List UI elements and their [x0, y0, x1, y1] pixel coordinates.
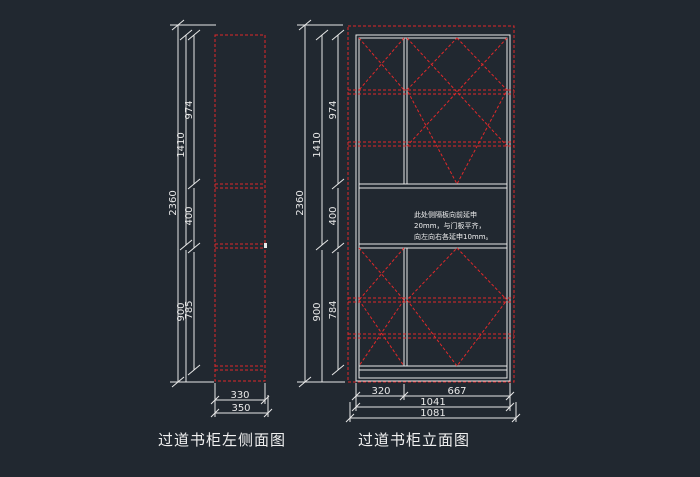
- elevation-outer-boundary: [347, 25, 515, 383]
- side-dim-total: 2360: [168, 190, 179, 215]
- elevation-dim-upper-total: 1410: [312, 132, 323, 157]
- side-dim-lower-panel: 785: [184, 300, 195, 319]
- note-line: 此处侧隔板向前延申: [414, 211, 477, 219]
- side-handle: [264, 243, 267, 248]
- side-dim-inner: 330: [230, 390, 249, 401]
- note-line: 20mm，与门板平齐，: [414, 222, 486, 230]
- elevation-dim-inner: 1041: [420, 397, 445, 408]
- side-cabinet-outline: [214, 34, 266, 382]
- elevation-dim-total: 2360: [295, 190, 306, 215]
- note-line: 向左向右各延申10mm。: [414, 233, 493, 241]
- elevation-dim-right-col: 667: [447, 386, 466, 397]
- elevation-vertical-dims: [297, 19, 345, 388]
- side-dim-lower-total: 900: [176, 302, 187, 321]
- elevation-dim-lower-panel: 784: [328, 300, 339, 319]
- elevation-dim-outer: 1081: [420, 408, 445, 419]
- side-dim-upper-total: 1410: [176, 132, 187, 157]
- side-dim-upper-panel: 974: [184, 100, 195, 119]
- elevation-dim-upper-panel: 974: [328, 100, 339, 119]
- caption-side-view: 过道书柜左侧面图: [158, 431, 287, 449]
- side-horizontal-dims: [210, 383, 273, 418]
- elevation-hidden-lines: [348, 37, 514, 367]
- side-dim-middle-panel: 400: [184, 206, 195, 225]
- side-view: 2360 1410 974 400 900 785 330 350: [168, 19, 273, 418]
- side-vertical-dims: [170, 19, 216, 388]
- side-dim-outer: 350: [231, 403, 250, 414]
- elevation-note: 此处侧隔板向前延申 20mm，与门板平齐， 向左向右各延申10mm。: [414, 210, 493, 243]
- elevation-frame: [355, 34, 511, 382]
- elevation-dim-left-col: 320: [371, 386, 390, 397]
- elevation-dim-middle-panel: 400: [328, 206, 339, 225]
- caption-elevation-view: 过道书柜立面图: [358, 431, 471, 449]
- elevation-view: 2360 1410 974 400 900 784 320 667 1041 1…: [295, 19, 521, 423]
- elevation-horizontal-dims: [345, 383, 521, 423]
- elevation-dim-lower-total: 900: [312, 302, 323, 321]
